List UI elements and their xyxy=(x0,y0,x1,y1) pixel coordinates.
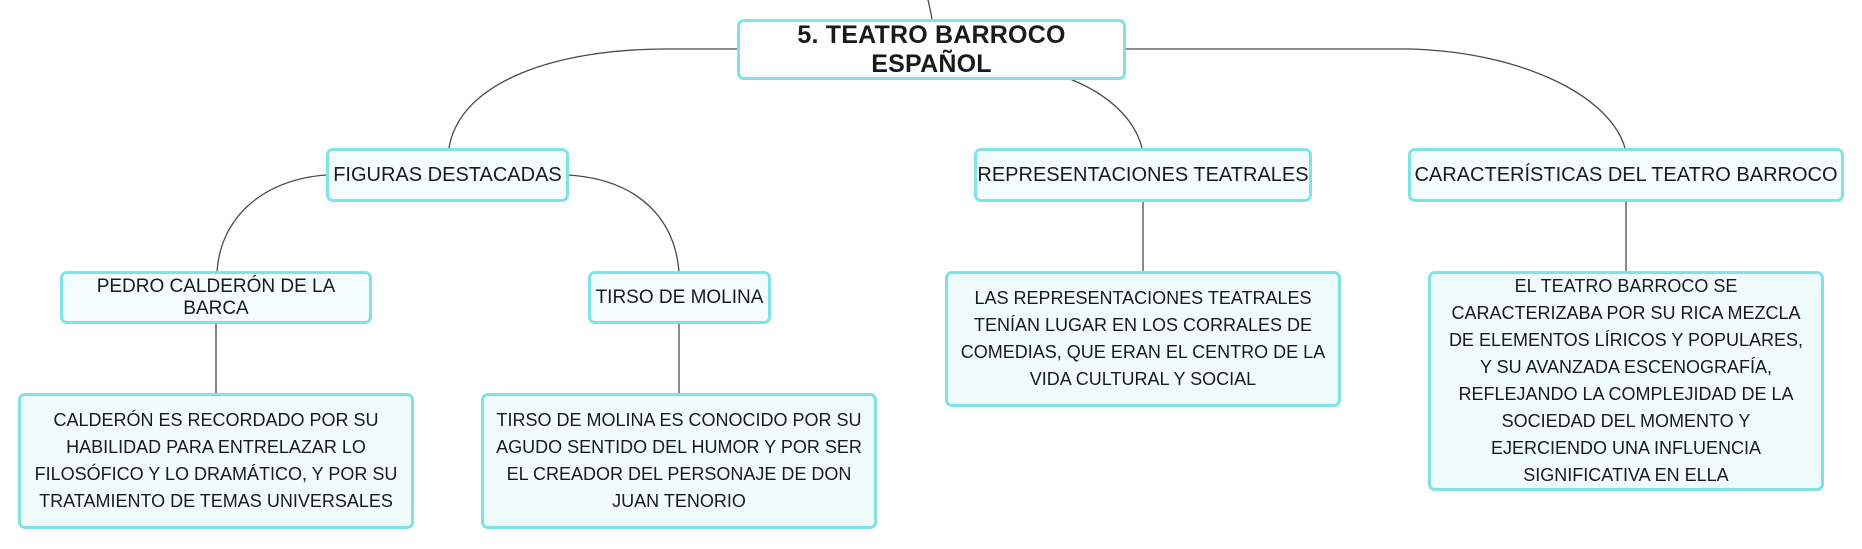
connector-figuras-to-calderon xyxy=(216,174,327,273)
topic-pedro-calderon-label: PEDRO CALDERÓN DE LA BARCA xyxy=(96,275,336,319)
note-calderon[interactable]: CALDERÓN ES RECORDADO POR SU HABILIDAD P… xyxy=(18,393,414,529)
topic-caracteristicas-teatro-barroco-label: CARACTERÍSTICAS DEL TEATRO BARROCO xyxy=(1414,163,1838,186)
connector-figuras-to-tirso xyxy=(568,174,680,273)
topic-pedro-calderon[interactable]: PEDRO CALDERÓN DE LA BARCA xyxy=(60,271,372,324)
topic-tirso-de-molina[interactable]: TIRSO DE MOLINA xyxy=(588,271,771,324)
connector-root-to-caracteristicas xyxy=(1126,48,1626,149)
note-representaciones-text: LAS REPRESENTACIONES TEATRALES TENÍAN LU… xyxy=(960,288,1326,389)
note-tirso-text: TIRSO DE MOLINA ES CONOCIDO POR SU AGUDO… xyxy=(496,410,862,511)
note-caracteristicas-text: EL TEATRO BARROCO SE CARACTERIZABA POR S… xyxy=(1448,276,1804,485)
topic-figuras-destacadas[interactable]: FIGURAS DESTACADAS xyxy=(326,148,569,202)
note-calderon-text: CALDERÓN ES RECORDADO POR SU HABILIDAD P… xyxy=(34,410,398,511)
root-topic[interactable]: 5. TEATRO BARROCO ESPAÑOL xyxy=(737,19,1126,80)
note-caracteristicas[interactable]: EL TEATRO BARROCO SE CARACTERIZABA POR S… xyxy=(1428,271,1824,491)
topic-caracteristicas-teatro-barroco[interactable]: CARACTERÍSTICAS DEL TEATRO BARROCO xyxy=(1408,148,1844,202)
connector-root-to-figuras xyxy=(448,48,737,149)
topic-figuras-destacadas-label: FIGURAS DESTACADAS xyxy=(333,163,562,186)
note-tirso[interactable]: TIRSO DE MOLINA ES CONOCIDO POR SU AGUDO… xyxy=(481,393,877,529)
topic-representaciones-teatrales-label: REPRESENTACIONES TEATRALES xyxy=(977,163,1309,186)
connector-parent-to-root xyxy=(927,0,933,20)
connector-root-to-representaciones xyxy=(1069,78,1143,149)
topic-tirso-de-molina-label: TIRSO DE MOLINA xyxy=(595,286,764,308)
root-topic-label: 5. TEATRO BARROCO ESPAÑOL xyxy=(797,20,1066,78)
topic-representaciones-teatrales[interactable]: REPRESENTACIONES TEATRALES xyxy=(974,148,1312,202)
note-representaciones[interactable]: LAS REPRESENTACIONES TEATRALES TENÍAN LU… xyxy=(945,271,1341,407)
